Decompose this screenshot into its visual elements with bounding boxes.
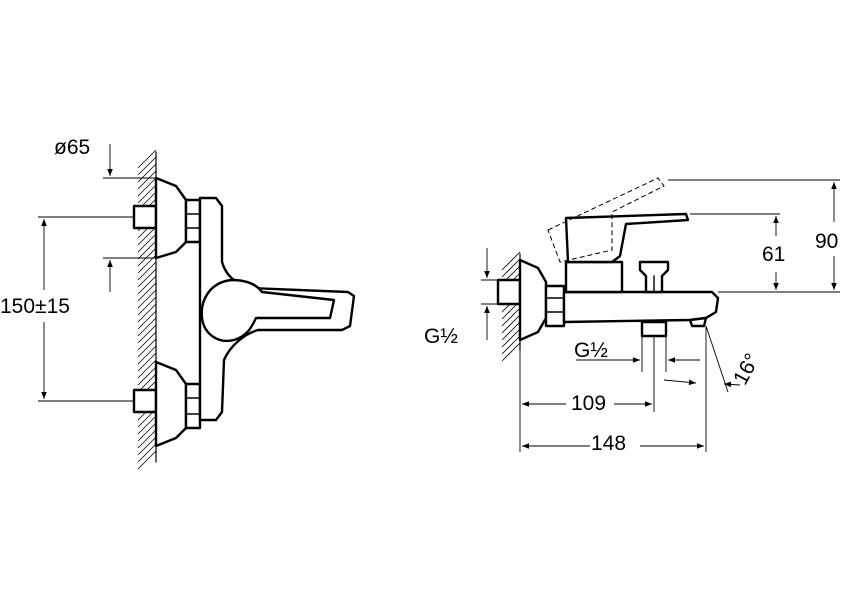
- height-short-label: 61: [762, 243, 785, 266]
- lower-connection: [132, 360, 202, 448]
- hatch-line: [137, 317, 157, 337]
- hatch-line: [137, 443, 157, 463]
- hatch-line: [137, 450, 157, 470]
- mixer-body-front: [198, 196, 356, 422]
- hatch-line: [501, 314, 521, 334]
- hatch-line: [137, 422, 157, 442]
- spout-angle-label: 16°: [729, 350, 764, 389]
- hatch-line: [137, 163, 157, 183]
- hatch-line: [137, 156, 157, 176]
- hatch-line: [137, 338, 157, 358]
- hatch-line: [137, 268, 157, 288]
- hatch-line: [137, 289, 157, 309]
- hatch-line: [137, 345, 157, 365]
- wall-hatch-side: [501, 251, 521, 362]
- wall-hatch-front: [137, 149, 157, 470]
- hatch-line: [137, 366, 157, 386]
- dim-outlet-thread: G½: [574, 336, 700, 372]
- hatch-line: [137, 296, 157, 316]
- hatch-line: [137, 415, 157, 435]
- mixer-body-side: [547, 177, 720, 338]
- projection-long-label: 148: [591, 432, 626, 455]
- hatch-line: [137, 436, 157, 456]
- hatch-line: [137, 233, 157, 253]
- upper-connection: [132, 176, 202, 260]
- hatch-line: [137, 429, 157, 449]
- dim-center-distance: 150±15: [0, 216, 134, 402]
- hatch-line: [501, 328, 521, 348]
- hatch-line: [501, 251, 521, 271]
- dim-projection-148: 148: [522, 326, 707, 455]
- hatch-line: [137, 352, 157, 372]
- outlet-thread-label: G½: [574, 339, 608, 362]
- height-tall-label: 90: [815, 230, 838, 253]
- hatch-line: [137, 359, 157, 379]
- hatch-line: [137, 303, 157, 323]
- dim-spout-angle: 16°: [663, 325, 764, 393]
- center-distance-label: 150±15: [0, 295, 70, 318]
- hatch-line: [501, 342, 521, 362]
- hatch-line: [501, 307, 521, 327]
- hatch-line: [137, 184, 157, 204]
- dim-connection-thread: G½: [424, 248, 498, 348]
- connection-thread-label: G½: [424, 325, 458, 348]
- hatch-line: [137, 240, 157, 260]
- hatch-line: [137, 331, 157, 351]
- hatch-line: [501, 258, 521, 278]
- hatch-line: [501, 321, 521, 341]
- hatch-line: [137, 226, 157, 246]
- hatch-line: [137, 261, 157, 281]
- dim-height-61: 61: [690, 213, 840, 293]
- hatch-line: [501, 335, 521, 355]
- hatch-line: [137, 324, 157, 344]
- hatch-line: [137, 282, 157, 302]
- side-view: G½ G½ 61 90: [424, 177, 840, 455]
- projection-short-label: 109: [571, 392, 606, 415]
- hatch-line: [137, 177, 157, 197]
- side-connection: [496, 258, 566, 342]
- hatch-line: [137, 149, 157, 169]
- dim-diameter: ø65: [54, 136, 156, 292]
- front-view: ø65 150±15: [0, 136, 356, 470]
- hatch-line: [137, 275, 157, 295]
- dim-projection-109: 109: [519, 336, 655, 452]
- hatch-line: [137, 310, 157, 330]
- hatch-line: [137, 247, 157, 267]
- dim-height-90: 90: [668, 179, 840, 290]
- hatch-line: [137, 170, 157, 190]
- diameter-label: ø65: [54, 136, 90, 159]
